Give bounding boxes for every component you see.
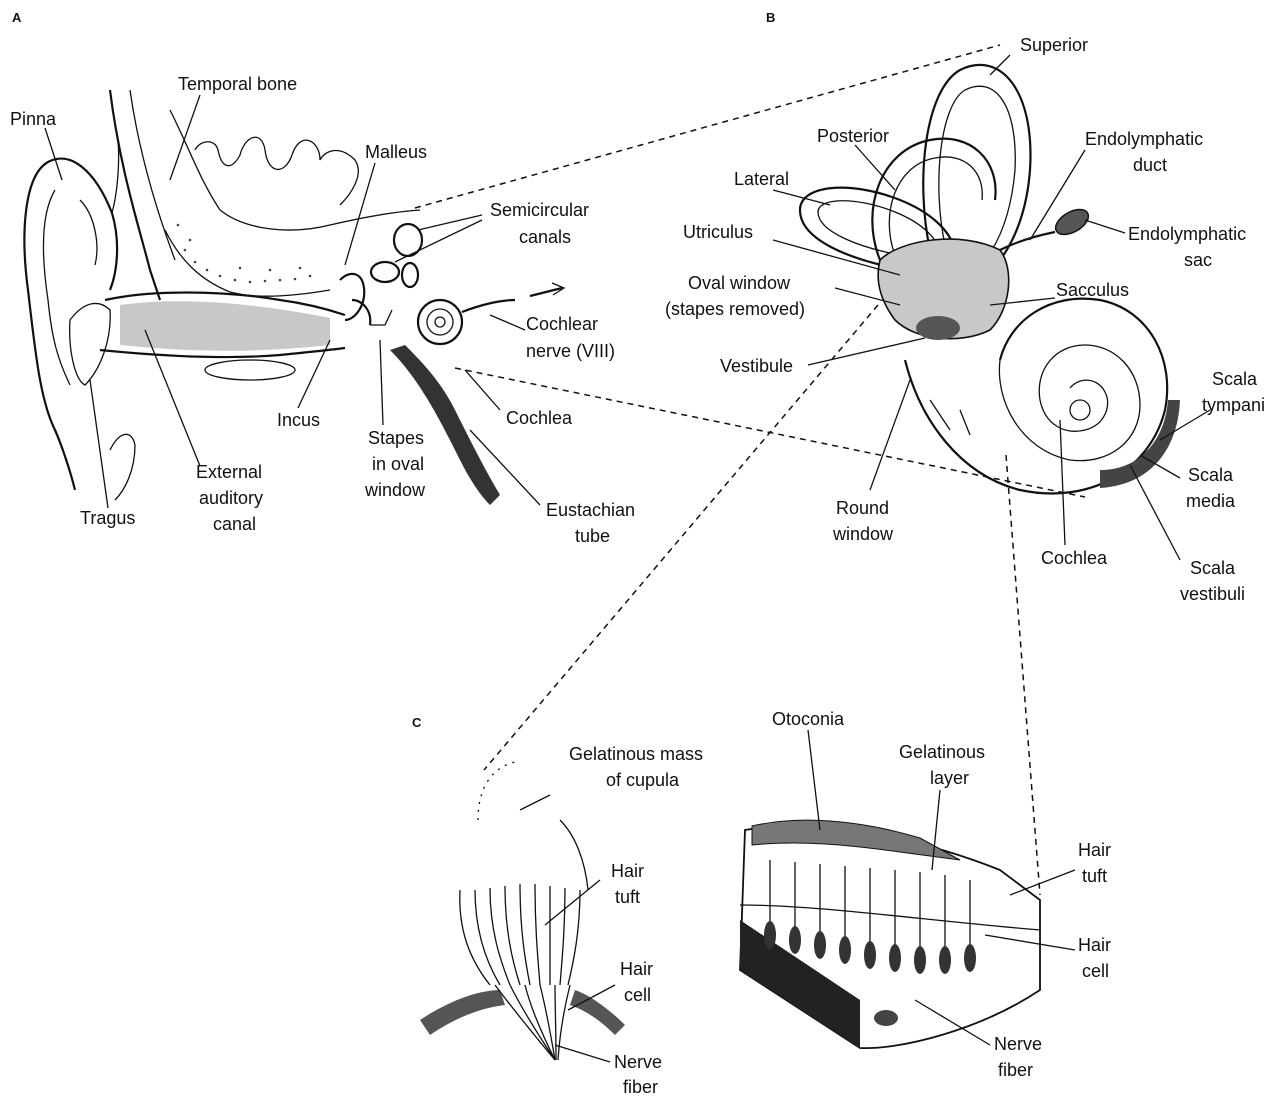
label-right-hair-tuft-2: tuft [1082,866,1107,886]
label-malleus: Malleus [365,142,427,162]
label-right-hair-cell-2: cell [1082,961,1109,981]
label-gelatinous-layer-1: Gelatinous [899,742,985,762]
label-posterior: Posterior [817,126,889,146]
label-cupula-1: Gelatinous mass [569,744,703,764]
cupula-outline [478,762,515,820]
label-right-hair-tuft-1: Hair [1078,840,1111,860]
label-hair-cell-2: cell [624,985,651,1005]
panel-c-cupula [420,762,625,1060]
label-nerve-fiber-2: fiber [623,1077,658,1097]
label-hair-tuft-1: Hair [611,861,644,881]
label-pinna: Pinna [10,109,57,129]
label-utriculus: Utriculus [683,222,753,242]
label-gelatinous-layer-2: layer [930,768,969,788]
endolymphatic-sac-shape [1051,204,1092,239]
label-right-nerve-fiber-1: Nerve [994,1034,1042,1054]
label-right-nerve-fiber-2: fiber [998,1060,1033,1080]
label-external-1: External [196,462,262,482]
label-scala-tympani-1: Scala [1212,369,1258,389]
panel-a-letter: A [12,10,22,25]
panel-c-letter: C [412,715,422,730]
label-stapes-1: Stapes [368,428,424,448]
label-cupula-2: of cupula [606,770,680,790]
label-hair-tuft-2: tuft [615,887,640,907]
label-eustachian-2: tube [575,526,610,546]
label-oval-window-2: (stapes removed) [665,299,805,319]
cochlea-small [418,300,462,344]
label-scala-media-2: media [1186,491,1236,511]
panel-b-letter: B [766,10,775,25]
label-round-window-1: Round [836,498,889,518]
label-cochlear-nerve-2: nerve (VIII) [526,341,615,361]
label-cochlear-nerve-1: Cochlear [526,314,598,334]
label-tragus: Tragus [80,508,135,528]
panel-letters: A B C [12,10,775,730]
pinna-shape [24,159,117,490]
label-incus: Incus [277,410,320,430]
label-cochlea-a: Cochlea [506,408,573,428]
label-endolymphatic-sac-2: sac [1184,250,1212,270]
label-round-window-2: window [832,524,894,544]
label-cochlea-b: Cochlea [1041,548,1108,568]
label-nerve-fiber-1: Nerve [614,1052,662,1072]
label-scala-vestibuli-2: vestibuli [1180,584,1245,604]
label-vestibule: Vestibule [720,356,793,376]
label-sacculus: Sacculus [1056,280,1129,300]
label-right-hair-cell-1: Hair [1078,935,1111,955]
label-endolymphatic-duct-1: Endolymphatic [1085,129,1203,149]
label-stapes-3: window [364,480,426,500]
label-endolymphatic-duct-2: duct [1133,155,1167,175]
label-scala-vestibuli-1: Scala [1190,558,1236,578]
label-lateral: Lateral [734,169,789,189]
label-otoconia: Otoconia [772,709,845,729]
panel-a-ear-cross-section [24,90,564,505]
label-external-2: auditory [199,488,263,508]
label-eustachian-1: Eustachian [546,500,635,520]
label-scala-tympani-2: tympani [1202,395,1265,415]
ossicles-shape [340,274,364,320]
label-scala-media-1: Scala [1188,465,1234,485]
label-temporal-bone: Temporal bone [178,74,297,94]
label-semicircular-canals-2: canals [519,227,571,247]
label-endolymphatic-sac-1: Endolymphatic [1128,224,1246,244]
label-semicircular-canals-1: Semicircular [490,200,589,220]
label-hair-cell-1: Hair [620,959,653,979]
label-stapes-2: in oval [372,454,424,474]
label-oval-window-1: Oval window [688,273,791,293]
label-external-3: canal [213,514,256,534]
panel-c-macula [740,820,1040,1048]
label-superior: Superior [1020,35,1088,55]
